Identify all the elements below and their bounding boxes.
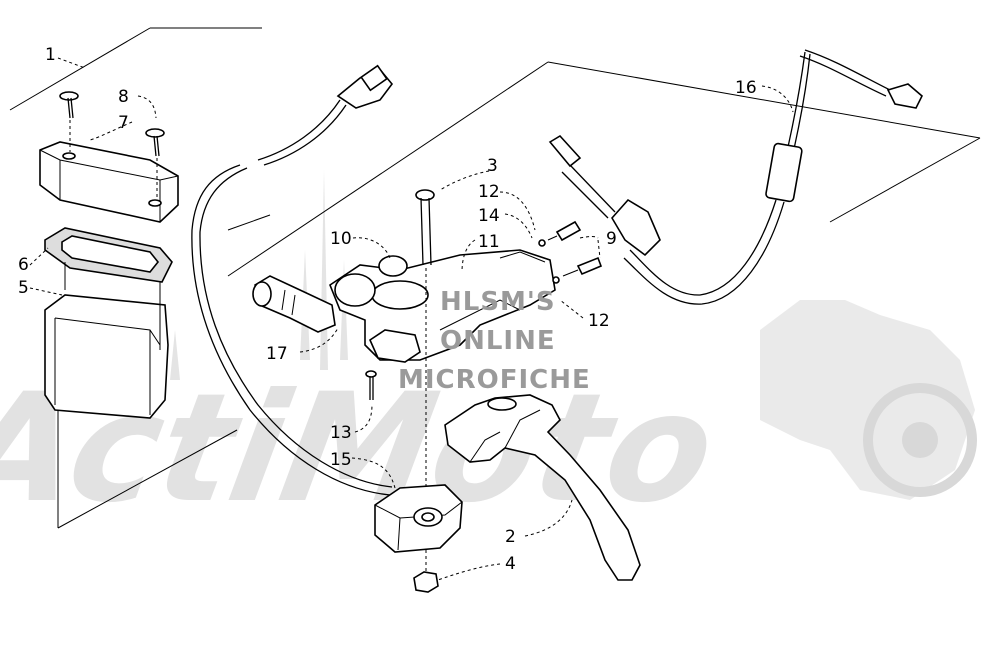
callout-6: 6: [18, 255, 29, 275]
leader-lines: [29, 57, 794, 581]
callout-3: 3: [487, 156, 498, 176]
reservoir-gasket: [44, 227, 173, 283]
callout-13: 13: [330, 423, 352, 443]
watermark-line-3: MICROFICHE: [398, 365, 591, 395]
callout-7: 7: [118, 113, 129, 133]
watermark-text: HLSM'S ONLINE MICROFICHE: [398, 287, 591, 395]
callout-12-top: 12: [478, 182, 500, 202]
switch-screws: [538, 220, 603, 284]
master-cylinder: [329, 249, 556, 363]
reservoir-body: [44, 294, 169, 419]
callout-15: 15: [330, 450, 352, 470]
callout-16: 16: [735, 78, 757, 98]
lock-nut: [413, 571, 439, 593]
throttle-cable: [548, 49, 923, 305]
callout-9: 9: [606, 229, 617, 249]
o-ring: [378, 255, 408, 277]
reservoir-cover: [39, 141, 179, 223]
reservoir-screws: [59, 91, 165, 350]
callout-14: 14: [478, 206, 500, 226]
brake-lever: [444, 394, 641, 581]
callout-11: 11: [478, 232, 500, 252]
callout-17: 17: [266, 344, 288, 364]
callout-2: 2: [505, 527, 516, 547]
callout-4: 4: [505, 554, 516, 574]
brake-cable: [191, 64, 394, 496]
callouts: 1 8 7 6 5 10 3 12 14 11 9 12 17 13 15 2 …: [18, 45, 757, 574]
watermark-line-2: ONLINE: [440, 326, 556, 356]
callout-8: 8: [118, 87, 129, 107]
group-bracket-1: [9, 27, 262, 529]
plunger-assembly: [252, 275, 336, 333]
callout-1: 1: [45, 45, 56, 65]
callout-10: 10: [330, 229, 352, 249]
callout-5: 5: [18, 278, 29, 298]
callout-12-bottom: 12: [588, 311, 610, 331]
switch-housing: [374, 484, 463, 553]
group-bracket-16: [227, 61, 981, 277]
small-screw: [365, 370, 377, 400]
watermark-line-1: HLSM'S: [440, 287, 556, 317]
